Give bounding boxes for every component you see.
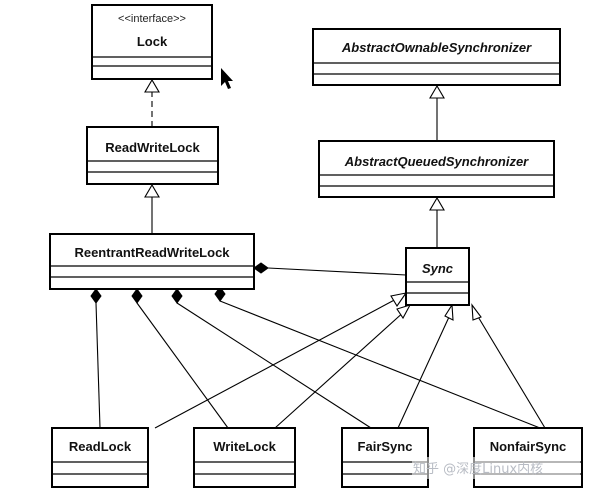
class-name: Sync [422,261,454,276]
class-name: Lock [137,34,168,49]
composition-diamond [90,288,102,304]
class-abstract-queued-synchronizer[interactable]: AbstractQueuedSynchronizer [318,140,555,198]
generalization-arrowhead [429,84,445,99]
class-reentrant-read-write-lock[interactable]: ReentrantReadWriteLock [49,233,255,290]
realization-arrowhead [144,78,160,93]
generalization-arrowhead [144,183,160,198]
edge-writelock-extends-sync [274,309,407,429]
generalization-arrowhead [471,303,482,321]
class-name: FairSync [358,439,413,454]
edge-reentrant-composes-sync [267,267,407,276]
class-read-lock[interactable]: ReadLock [51,427,149,488]
class-read-write-lock[interactable]: ReadWriteLock [86,126,219,185]
class-write-lock[interactable]: WriteLock [193,427,296,488]
generalization-arrowhead [444,303,454,321]
class-name: AbstractOwnableSynchronizer [341,40,532,55]
generalization-arrowhead [396,304,412,320]
generalization-arrowhead [390,292,408,308]
mouse-cursor-icon [221,68,233,89]
composition-diamond [171,288,183,304]
class-name: AbstractQueuedSynchronizer [344,154,529,169]
composition-diamond [131,288,143,304]
edge-nonfairsync-extends-sync [476,314,546,429]
edge-fairsync-extends-sync [397,316,450,429]
generalization-arrowhead [429,196,445,211]
class-name: ReadWriteLock [105,140,200,155]
edge-reentrant-composes-fairsync [176,302,372,429]
class-name: ReentrantReadWriteLock [74,245,230,260]
edges [90,78,546,429]
edge-reentrant-composes-writelock [136,302,229,429]
class-lock[interactable]: <<interface>> Lock [91,4,213,80]
class-name: NonfairSync [490,439,567,454]
composition-diamond [253,262,269,274]
edge-readlock-extends-sync [154,296,401,429]
class-sync[interactable]: Sync [405,247,470,306]
class-abstract-ownable-synchronizer[interactable]: AbstractOwnableSynchronizer [312,28,561,86]
class-name: ReadLock [69,439,132,454]
watermark: 知乎 @深度Linux内核 [412,457,580,479]
watermark-text: 知乎 @深度Linux内核 [413,461,543,477]
class-stereotype: <<interface>> [118,13,186,25]
edge-reentrant-composes-readlock [95,302,101,429]
edge-reentrant-composes-nonfairsync [219,300,541,429]
class-name: WriteLock [213,439,276,454]
